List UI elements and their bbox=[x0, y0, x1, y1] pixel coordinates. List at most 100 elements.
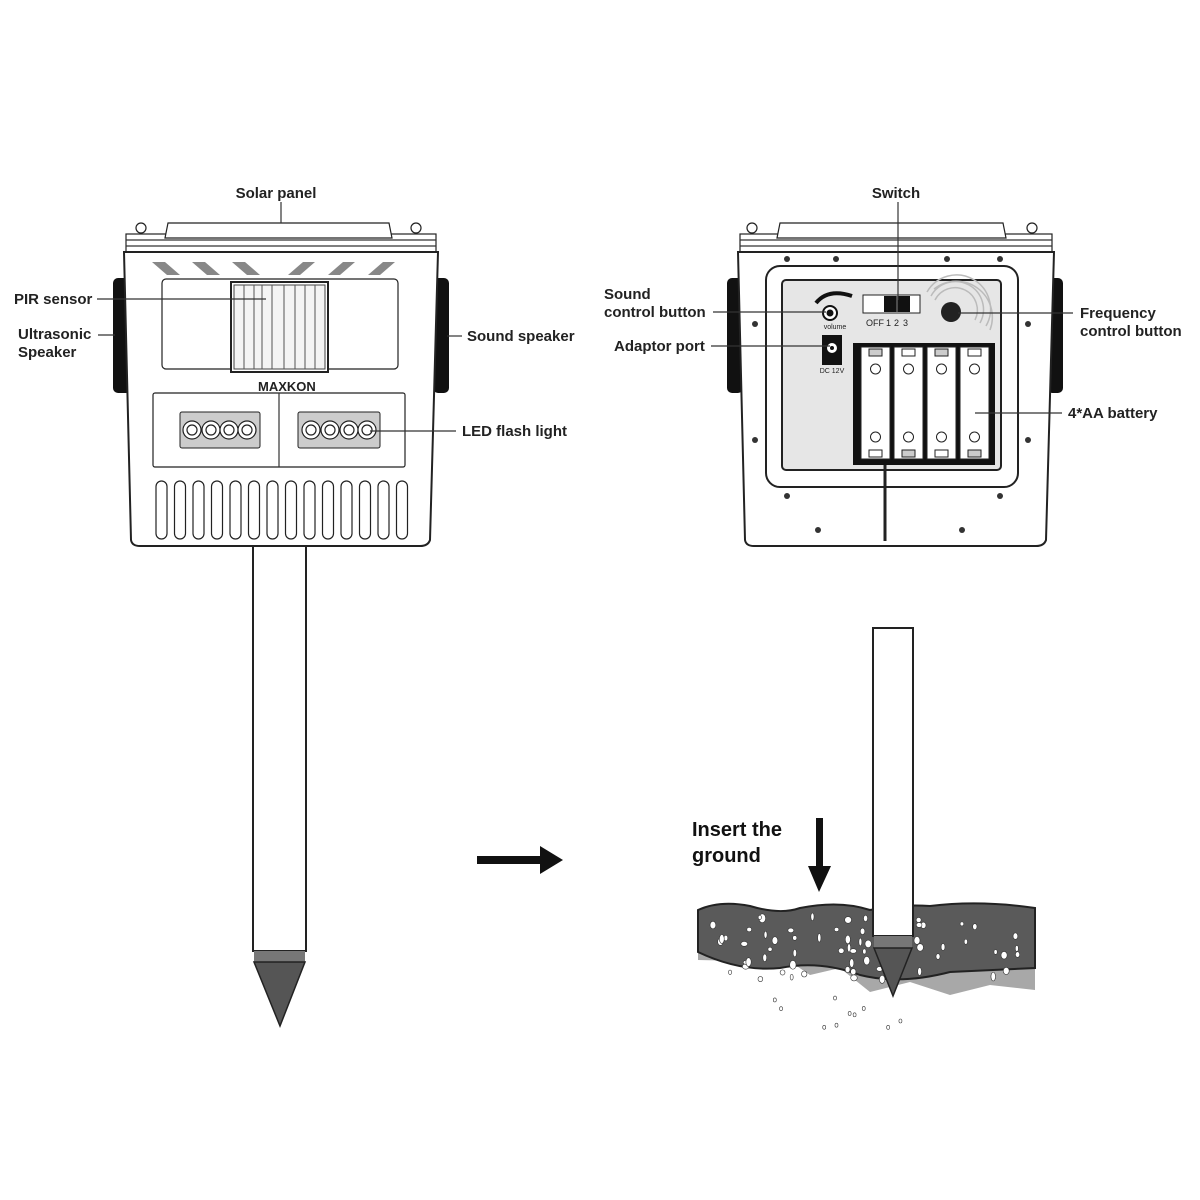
pebble bbox=[915, 917, 922, 923]
vent-slot bbox=[210, 480, 224, 540]
pebble bbox=[789, 973, 794, 981]
down-arrow-icon bbox=[808, 818, 831, 892]
vent-slot bbox=[266, 480, 279, 540]
pebble bbox=[709, 920, 717, 930]
pebble bbox=[834, 927, 840, 932]
pebble bbox=[817, 933, 822, 943]
pebble bbox=[1000, 951, 1008, 960]
vent-slot bbox=[247, 480, 261, 540]
label-battery: 4*AA battery bbox=[1068, 405, 1158, 422]
pebble bbox=[993, 949, 998, 955]
solar-panel bbox=[164, 222, 393, 239]
pebble bbox=[1015, 951, 1021, 958]
pebble bbox=[850, 974, 858, 982]
vent-slot bbox=[395, 480, 409, 540]
vent-slot bbox=[377, 480, 390, 540]
pebble bbox=[844, 916, 852, 924]
pebble bbox=[762, 953, 768, 962]
label-switch: Switch bbox=[872, 185, 920, 202]
pebble bbox=[822, 1024, 827, 1030]
pebble bbox=[879, 974, 886, 984]
pebble bbox=[719, 934, 725, 944]
inserted-stake bbox=[872, 627, 914, 999]
pebble bbox=[833, 995, 837, 1001]
pebble bbox=[859, 927, 866, 935]
label-solar-panel: Solar panel bbox=[236, 185, 317, 202]
vent-slot bbox=[340, 480, 353, 540]
pebble bbox=[915, 922, 923, 928]
pebble bbox=[972, 923, 978, 930]
brand-logo: MAXKON bbox=[258, 379, 316, 394]
dc-text: DC 12V bbox=[820, 368, 845, 375]
pebble bbox=[935, 953, 941, 960]
pebble bbox=[789, 960, 797, 970]
back-device: volume OFF 1 2 3 DC 12V bbox=[727, 222, 1063, 547]
ground-cross-section bbox=[697, 902, 1036, 1030]
label-led-flash-light: LED flash light bbox=[462, 423, 567, 440]
pebble bbox=[1014, 945, 1019, 952]
pebble bbox=[852, 1012, 857, 1018]
pebble bbox=[858, 937, 863, 947]
pebble bbox=[834, 1022, 839, 1028]
pebble bbox=[1012, 932, 1019, 940]
pebble bbox=[1002, 967, 1010, 975]
vent-slot bbox=[173, 480, 187, 540]
label-sound-control-2: control button bbox=[604, 304, 706, 321]
pebble bbox=[849, 958, 855, 968]
pebble bbox=[787, 927, 795, 934]
pebble bbox=[913, 936, 921, 945]
front-stake bbox=[252, 545, 307, 1029]
pebble bbox=[838, 947, 845, 954]
pebble bbox=[963, 938, 968, 945]
pebble bbox=[792, 935, 798, 941]
pebble bbox=[850, 968, 857, 976]
install-text-2: ground bbox=[692, 845, 761, 867]
pebble bbox=[863, 914, 868, 922]
pebble bbox=[844, 966, 851, 973]
label-ultrasonic-1: Ultrasonic bbox=[18, 326, 91, 343]
label-adaptor-port: Adaptor port bbox=[614, 338, 705, 355]
pebble bbox=[728, 969, 733, 975]
switch-off-text: OFF bbox=[866, 318, 884, 328]
frequency-control-button[interactable] bbox=[941, 302, 961, 322]
pebble bbox=[864, 939, 872, 948]
pebble bbox=[917, 967, 922, 976]
pebble bbox=[740, 941, 748, 947]
pebble bbox=[763, 930, 768, 939]
install-text-1: Insert the bbox=[692, 819, 782, 841]
pebble bbox=[847, 1011, 852, 1016]
pebble bbox=[745, 957, 752, 967]
front-device: MAXKON bbox=[113, 222, 449, 1029]
pebble bbox=[861, 1006, 866, 1011]
vent-slot bbox=[321, 480, 335, 540]
pebble bbox=[849, 948, 857, 954]
label-sound-speaker: Sound speaker bbox=[467, 328, 575, 345]
batteries bbox=[860, 346, 990, 460]
pebble bbox=[779, 969, 786, 976]
vent-slot bbox=[229, 480, 242, 540]
label-ultrasonic-2: Speaker bbox=[18, 344, 77, 361]
pebble bbox=[801, 970, 808, 978]
pebble bbox=[773, 997, 777, 1003]
pebble bbox=[916, 943, 924, 952]
pebble bbox=[767, 946, 773, 952]
pebble bbox=[990, 971, 996, 982]
right-arrow-icon bbox=[477, 846, 563, 874]
pebble bbox=[757, 915, 762, 920]
label-frequency-1: Frequency bbox=[1080, 305, 1157, 322]
vent-slot bbox=[284, 480, 298, 540]
pebble bbox=[886, 1025, 890, 1030]
pebble bbox=[959, 921, 965, 927]
pebble bbox=[746, 927, 752, 933]
led-group-right bbox=[297, 411, 381, 449]
pebble bbox=[779, 1006, 783, 1011]
pebble bbox=[898, 1018, 903, 1024]
vent-slot bbox=[155, 480, 168, 540]
switch-3-text: 3 bbox=[903, 318, 908, 328]
vent-slot bbox=[358, 480, 372, 540]
pebble bbox=[863, 956, 871, 966]
pebble bbox=[844, 934, 851, 945]
vent-slot bbox=[303, 480, 316, 540]
